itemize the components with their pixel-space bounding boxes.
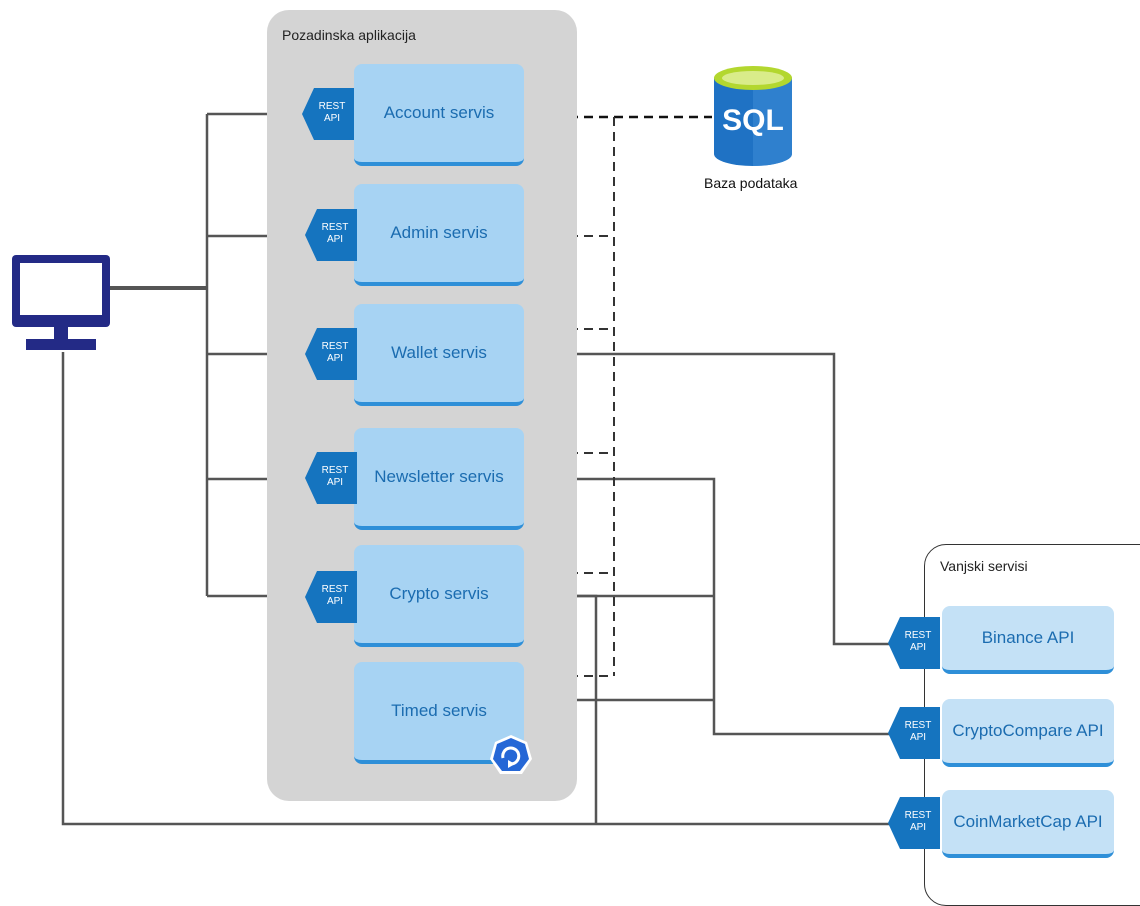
- binance-api-box[interactable]: Binance API: [942, 606, 1114, 674]
- admin-service-box[interactable]: Admin servis: [354, 184, 524, 286]
- external-group-title: Vanjski servisi: [940, 558, 1028, 574]
- account-service-box[interactable]: Account servis: [354, 64, 524, 166]
- monitor-icon[interactable]: [10, 253, 112, 353]
- backend-group-title: Pozadinska aplikacija: [282, 27, 416, 43]
- ui-label: UI: [49, 273, 71, 298]
- coinmarketcap-api-box[interactable]: CoinMarketCap API: [942, 790, 1114, 858]
- database-icon: SQL: [712, 64, 794, 168]
- crypto-service-box[interactable]: Crypto servis: [354, 545, 524, 647]
- sql-text: SQL: [722, 104, 784, 137]
- cryptocompare-api-box[interactable]: CryptoCompare API: [942, 699, 1114, 767]
- database-label: Baza podataka: [704, 175, 798, 191]
- newsletter-service-box[interactable]: Newsletter servis: [354, 428, 524, 530]
- refresh-cycle-icon: [489, 734, 533, 778]
- wallet-service-box[interactable]: Wallet servis: [354, 304, 524, 406]
